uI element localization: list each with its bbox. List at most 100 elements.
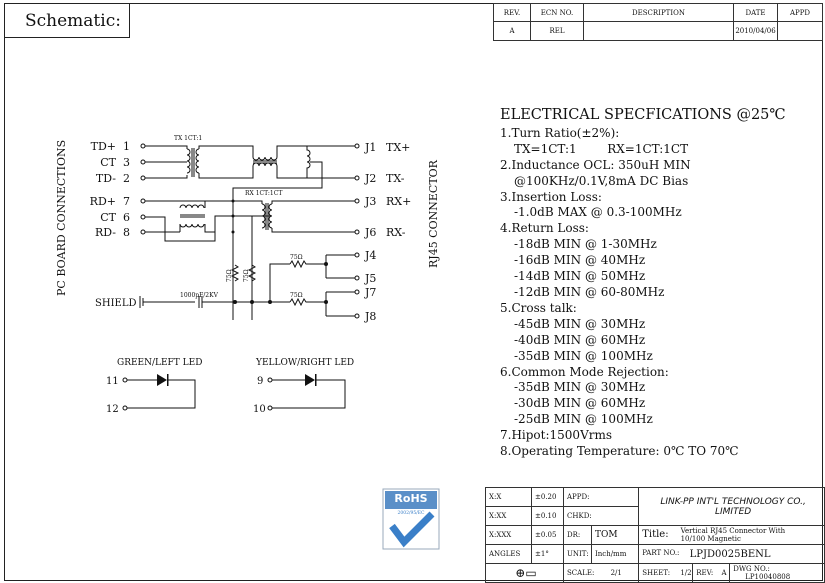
spec-line: -40dB MIN @ 60MHz bbox=[514, 332, 646, 347]
j3-signal: RX+ bbox=[386, 195, 411, 208]
spec-line: -45dB MIN @ 30MHz bbox=[514, 316, 646, 331]
part-no-label: PART NO.: bbox=[642, 548, 680, 557]
tol-value: ±0.05 bbox=[531, 525, 564, 545]
led-pin-12: 12 bbox=[106, 404, 119, 415]
led-pin-11: 11 bbox=[106, 376, 119, 387]
spec-line: -12dB MIN @ 60-80MHz bbox=[514, 284, 665, 299]
scale-value: 2/1 bbox=[610, 569, 622, 577]
j3-label: J3 bbox=[364, 195, 376, 208]
spec-line: -30dB MIN @ 60MHz bbox=[514, 396, 646, 411]
pin-6-num: 6 bbox=[123, 211, 130, 224]
tol-label: X:X bbox=[485, 487, 532, 507]
rev-label: REV: bbox=[696, 569, 714, 577]
dwg-no-value: LP10040808 bbox=[745, 573, 791, 581]
projection-symbol-icon: ⊕▭ bbox=[485, 563, 564, 583]
pin-rd-plus-name: RD+ bbox=[90, 195, 116, 208]
pin-ct3-name: CT bbox=[100, 156, 116, 169]
j7-label: J7 bbox=[364, 286, 376, 299]
tol-value: ±0.10 bbox=[531, 506, 564, 526]
tol-label: ANGLES bbox=[485, 544, 532, 564]
spec-line: -1.0dB MAX @ 0.3-100MHz bbox=[514, 205, 682, 220]
spec-line: -35dB MIN @ 30MHz bbox=[514, 380, 646, 395]
tol-label: X:XX bbox=[485, 506, 532, 526]
pin-td-plus-name: TD+ bbox=[91, 140, 116, 153]
pin-8-num: 8 bbox=[123, 226, 130, 239]
spec-inductance: 2.Inductance OCL: 350uH MIN bbox=[500, 157, 691, 172]
rx-ratio-label: RX 1CT:1CT bbox=[245, 190, 282, 197]
dr-label: DR: bbox=[563, 525, 592, 545]
unit-value: Inch/mm bbox=[590, 544, 640, 564]
check-icon bbox=[389, 511, 435, 548]
spec-line: -16dB MIN @ 40MHz bbox=[514, 253, 646, 268]
tol-value: ±1° bbox=[531, 544, 564, 564]
sheet-label: SHEET: bbox=[642, 569, 671, 577]
pin-7-num: 7 bbox=[123, 195, 130, 208]
electrical-specifications: ELECTRICAL SPECFICATIONS @25℃ 1.Turn Rat… bbox=[500, 107, 786, 460]
appd-header: APPD bbox=[777, 3, 823, 22]
chkd-label: CHKD: bbox=[562, 506, 640, 526]
tol-label: X:XXX bbox=[485, 525, 532, 545]
spec-insertion-loss: 3.Insertion Loss: bbox=[500, 189, 602, 204]
pin-td-minus-name: TD- bbox=[96, 172, 116, 185]
led-pin-9: 9 bbox=[257, 376, 263, 387]
title-value: Vertical RJ45 Connector With 10/100 Magn… bbox=[680, 527, 786, 543]
j1-label: J1 bbox=[364, 141, 376, 154]
spec-line: -18dB MIN @ 1-30MHz bbox=[514, 237, 657, 252]
j2-label: J2 bbox=[364, 172, 376, 185]
spec-cross-talk: 5.Cross talk: bbox=[500, 300, 577, 315]
spec-operating-temperature: 8.Operating Temperature: 0℃ TO 70℃ bbox=[500, 444, 739, 459]
resistor-label-4: 75Ω bbox=[243, 269, 250, 282]
dr-value: TOM bbox=[590, 525, 640, 545]
dwg-no-label: DWG NO.: bbox=[733, 565, 770, 573]
yellow-led-label: YELLOW/RIGHT LED bbox=[255, 358, 354, 368]
capacitor-label: 1000pF/2KV bbox=[180, 292, 219, 299]
scale-label: SCALE: bbox=[567, 569, 595, 577]
rohs-logo: RoHS 2002/95/EC bbox=[382, 488, 440, 550]
spec-turn-ratio: 1.Turn Ratio(±2%): bbox=[500, 125, 620, 140]
led-pin-10: 10 bbox=[253, 404, 266, 415]
drawing-frame bbox=[4, 3, 823, 581]
pin-1-num: 1 bbox=[123, 140, 130, 153]
green-led-label: GREEN/LEFT LED bbox=[117, 358, 202, 368]
part-no-value: LPJD0025BENL bbox=[689, 548, 771, 560]
j1-signal: TX+ bbox=[386, 141, 410, 154]
j2-signal: TX- bbox=[386, 172, 405, 185]
j6-label: J6 bbox=[364, 226, 376, 239]
green-led-diode-icon bbox=[157, 374, 167, 386]
rohs-text: RoHS bbox=[394, 492, 427, 505]
pin-rd-minus-name: RD- bbox=[95, 226, 116, 239]
yellow-led-diode-icon bbox=[305, 374, 315, 386]
revision-table: REV. ECN NO. DESCRIPTION DATE APPD A REL… bbox=[493, 3, 823, 41]
spec-hipot: 7.Hipot:1500Vrms bbox=[500, 428, 613, 443]
appd-cell bbox=[777, 21, 823, 41]
unit-label: UNIT: bbox=[563, 544, 592, 564]
resistor-label-1: 75Ω bbox=[290, 254, 303, 261]
appd-label: APPD: bbox=[562, 487, 640, 507]
resistor-label-2: 75Ω bbox=[290, 292, 303, 299]
pin-3-num: 3 bbox=[123, 156, 130, 169]
rohs-sub: 2002/95/EC bbox=[398, 510, 425, 516]
pin-2-num: 2 bbox=[123, 172, 130, 185]
rj45-connector-label: RJ45 CONNECTOR bbox=[427, 159, 440, 268]
shield-label: SHIELD bbox=[95, 298, 136, 309]
j6-signal: RX- bbox=[386, 226, 406, 239]
j8-label: J8 bbox=[364, 310, 376, 323]
title-block: X:X ±0.20 APPD: LINK-PP INT'L TECHNOLOGY… bbox=[485, 487, 825, 583]
pc-board-connections-label: PC BOARD CONNECTIONS bbox=[55, 140, 68, 296]
spec-return-loss: 4.Return Loss: bbox=[500, 221, 589, 236]
pin-ct6-name: CT bbox=[100, 211, 116, 224]
title-label: Title: bbox=[642, 529, 669, 540]
spec-line: -14dB MIN @ 50MHz bbox=[514, 269, 646, 284]
sheet-value: 1/2 bbox=[680, 569, 692, 577]
schematic-title: Schematic: bbox=[4, 3, 130, 38]
j5-label: J5 bbox=[364, 272, 376, 285]
tol-value: ±0.20 bbox=[531, 487, 564, 507]
spec-common-mode-rejection: 6.Common Mode Rejection: bbox=[500, 364, 669, 379]
spec-line: TX=1CT:1 RX=1CT:1CT bbox=[514, 141, 689, 156]
spec-line: -25dB MIN @ 100MHz bbox=[514, 412, 653, 427]
j4-label: J4 bbox=[364, 249, 376, 262]
spec-line: -35dB MIN @ 100MHz bbox=[514, 348, 653, 363]
resistor-label-3: 75Ω bbox=[226, 269, 233, 282]
tx-ratio-label: TX 1CT:1 bbox=[174, 135, 202, 142]
